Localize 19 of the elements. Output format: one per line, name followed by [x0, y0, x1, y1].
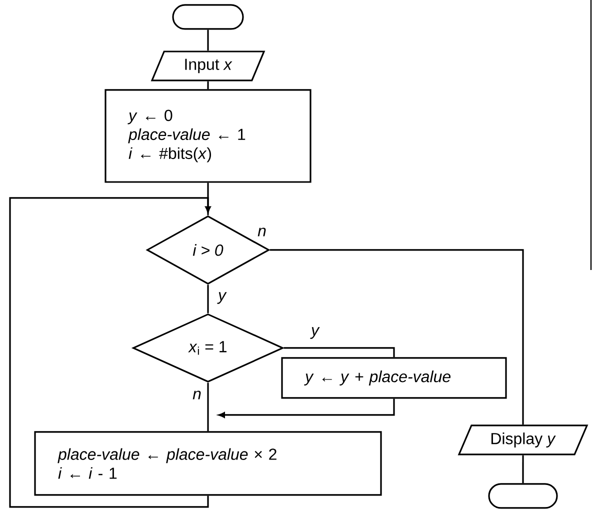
process-box: y ← y + place-value	[281, 357, 507, 399]
terminal-shape	[172, 4, 244, 30]
connector	[207, 284, 209, 314]
connector	[9, 197, 211, 508]
process-box: place-value ← place-value × 2 i ← i - 1	[34, 431, 382, 496]
connector	[207, 182, 209, 216]
connector	[207, 30, 209, 51]
edge-label: y	[217, 291, 227, 305]
edge-label: n	[192, 390, 202, 400]
connector	[284, 347, 395, 358]
connector	[522, 455, 524, 484]
connector	[270, 249, 524, 425]
edge-label: n	[256, 226, 268, 238]
connector	[218, 398, 395, 418]
process-box: y ← 0 place-value ← 1 i ← #bits(x)	[104, 89, 312, 183]
edge-label: y	[310, 326, 320, 340]
connector	[207, 382, 209, 432]
connector	[207, 81, 209, 90]
terminal-shape	[488, 483, 558, 509]
